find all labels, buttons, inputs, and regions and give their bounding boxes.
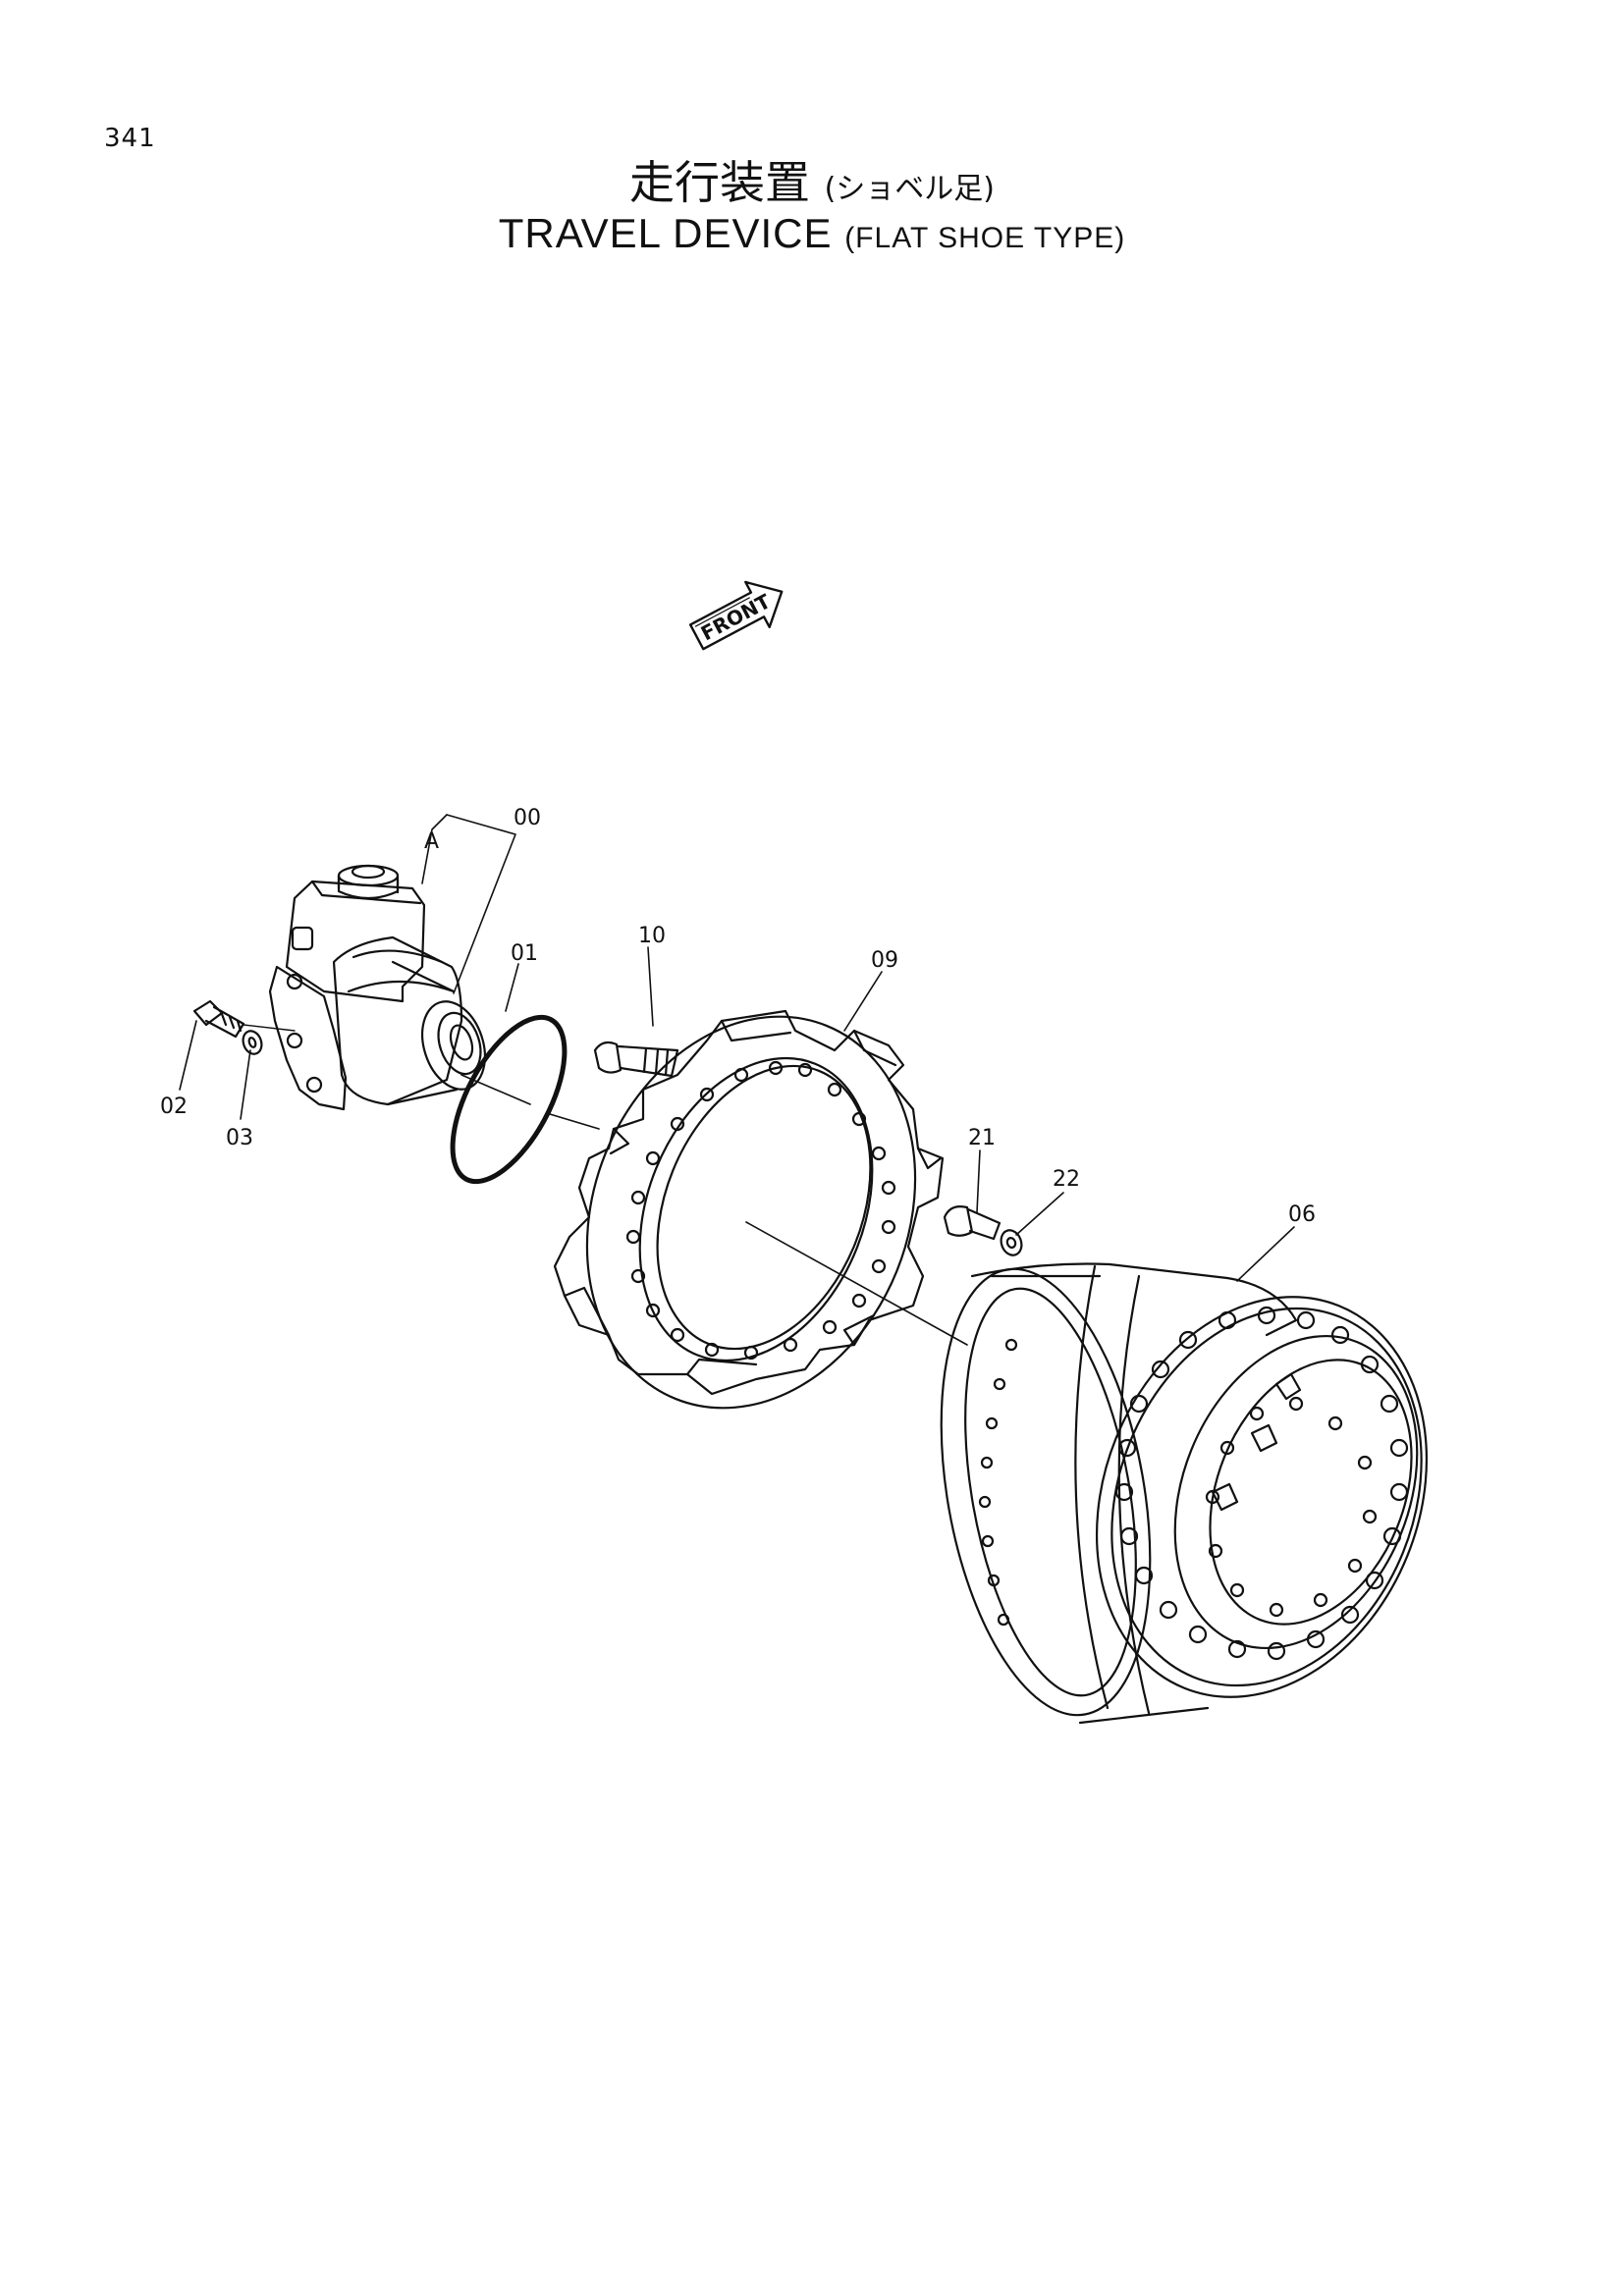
callout-10: 10 (638, 924, 666, 948)
callout-labels: 00 A 01 02 03 10 09 21 22 06 (160, 806, 1316, 1227)
assembly-center-line-2 (243, 1024, 296, 1032)
callout-01: 01 (511, 941, 538, 966)
callout-21: 21 (968, 1126, 996, 1150)
page-number: 341 (104, 124, 156, 153)
washer-part-03 (242, 1030, 263, 1055)
title-japanese: 走行装置 (ショベル足) (0, 147, 1624, 212)
callout-leader-lines (179, 814, 1295, 1282)
title-english-sub: (FLAT SHOE TYPE) (844, 222, 1126, 254)
travel-motor-part-00 (268, 864, 486, 1111)
title-english-main: TRAVEL DEVICE (498, 210, 833, 256)
callout-03: 03 (226, 1126, 253, 1150)
callout-A: A (424, 829, 439, 854)
bolt-part-02 (192, 999, 245, 1039)
washer-part-22 (1000, 1229, 1023, 1256)
title-japanese-sub: (ショベル足) (824, 172, 996, 206)
bolt-part-10 (593, 1041, 679, 1078)
gear-rim-bolt-holes (978, 1338, 1018, 1627)
title-japanese-main: 走行装置 (628, 156, 810, 209)
callout-06: 06 (1288, 1202, 1316, 1227)
sprocket-part-09 (553, 1009, 945, 1410)
callout-22: 22 (1053, 1167, 1080, 1192)
callout-00: 00 (514, 806, 541, 830)
front-arrow-icon: FRONT (688, 580, 784, 651)
bolt-part-21 (943, 1205, 1001, 1241)
o-ring-part-01 (450, 1014, 568, 1185)
callout-02: 02 (160, 1095, 188, 1119)
assembly-center-line (460, 1074, 968, 1346)
sprocket-bolt-holes (625, 1060, 896, 1361)
callout-09: 09 (871, 948, 898, 973)
title-english: TRAVEL DEVICE (FLAT SHOE TYPE) (0, 210, 1624, 257)
face-plate-bolts (1114, 1306, 1409, 1661)
reduction-gear-part-06 (940, 1262, 1429, 1725)
face-plate-inner-bolts (1205, 1396, 1378, 1618)
